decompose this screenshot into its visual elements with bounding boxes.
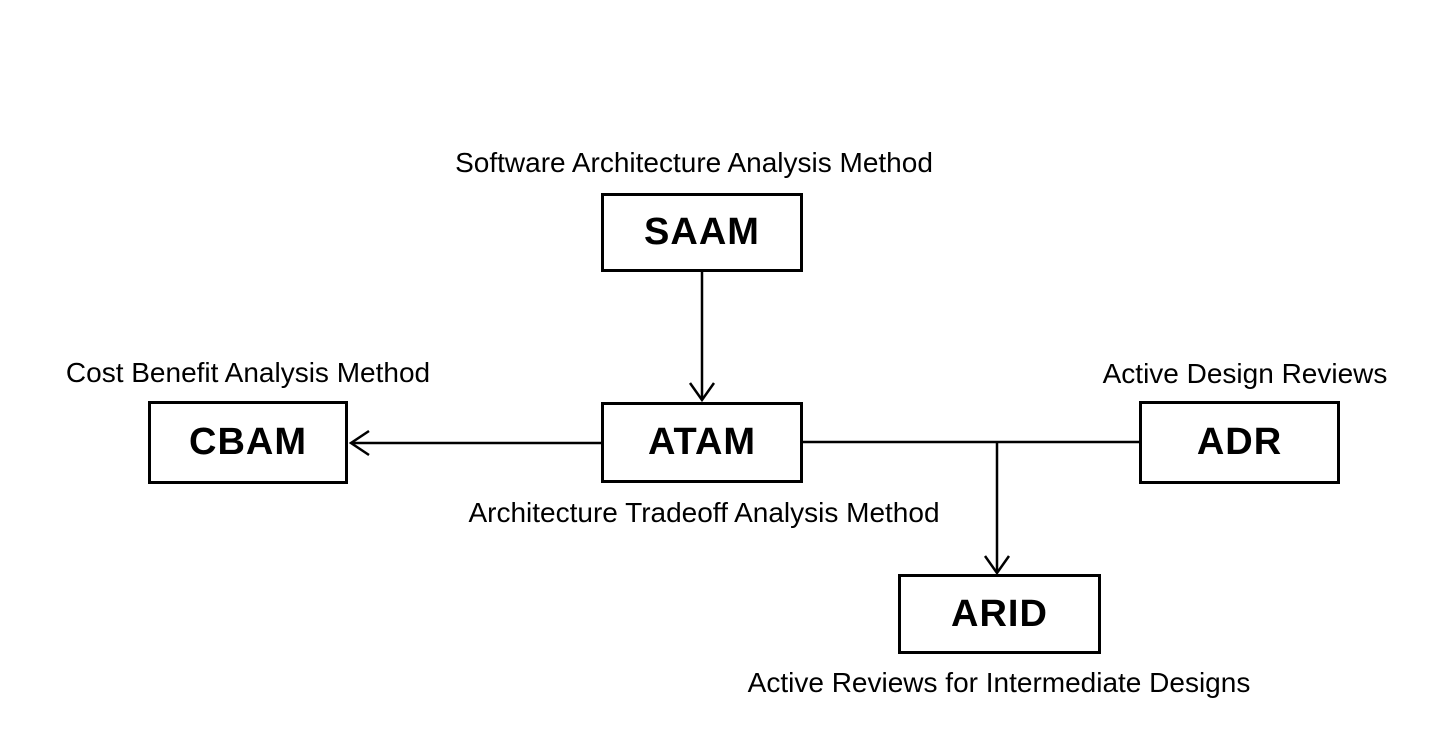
arrowhead-into-arid-icon (983, 555, 1011, 576)
node-saam: SAAM (601, 193, 803, 272)
caption-adr: Active Design Reviews (1102, 358, 1388, 389)
node-cbam-label: CBAM (189, 421, 307, 463)
node-arid: ARID (898, 574, 1101, 654)
node-saam-label: SAAM (644, 211, 760, 253)
node-adr-label: ADR (1196, 421, 1283, 463)
arrowhead-into-cbam-icon (348, 429, 370, 457)
node-adr: ADR (1139, 401, 1340, 484)
caption-arid: Active Reviews for Intermediate Designs (747, 667, 1251, 698)
arrowhead-into-atam-icon (688, 382, 716, 403)
node-cbam: CBAM (148, 401, 348, 484)
caption-atam: Architecture Tradeoff Analysis Method (468, 497, 940, 528)
caption-cbam: Cost Benefit Analysis Method (65, 357, 431, 388)
node-atam-label: ATAM (647, 421, 757, 463)
caption-saam: Software Architecture Analysis Method (455, 147, 933, 178)
node-arid-label: ARID (951, 592, 1048, 635)
node-atam: ATAM (601, 402, 803, 483)
